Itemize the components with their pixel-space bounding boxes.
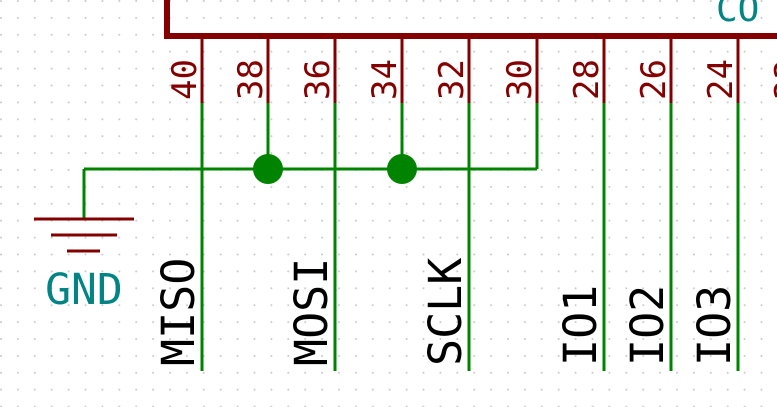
pin-numbers: 40 38 36 34 32 30 28 26 24 22 <box>165 59 777 100</box>
net-label-io1[interactable]: IO1 <box>554 285 607 366</box>
net-label-io2[interactable]: IO2 <box>621 285 674 366</box>
pin-number-28: 28 <box>567 59 607 100</box>
pin-stubs <box>200 37 740 103</box>
junction-dot-pin34[interactable] <box>387 154 417 184</box>
net-label-miso[interactable]: MISO <box>152 258 205 366</box>
pin-number-32: 32 <box>432 59 472 100</box>
component-value[interactable]: CO <box>716 0 759 30</box>
ground-label: GND <box>45 265 123 315</box>
pin-number-22: 22 <box>768 59 777 100</box>
wires <box>82 103 740 371</box>
pin-number-26: 26 <box>634 59 674 100</box>
net-label-io3[interactable]: IO3 <box>688 285 741 366</box>
pin-number-36: 36 <box>298 59 338 100</box>
component-body-outline[interactable] <box>164 0 777 39</box>
pin-number-30: 30 <box>500 59 540 100</box>
pin-number-24: 24 <box>701 59 741 100</box>
ground-icon[interactable] <box>34 217 134 253</box>
pin-number-40: 40 <box>165 59 205 100</box>
junction-dot-pin38[interactable] <box>253 154 283 184</box>
pin-number-38: 38 <box>231 59 271 100</box>
net-labels: MISO MOSI SCLK IO1 IO2 IO3 <box>152 258 741 366</box>
net-label-mosi[interactable]: MOSI <box>285 258 338 366</box>
net-label-sclk[interactable]: SCLK <box>419 258 472 366</box>
pin-number-34: 34 <box>365 59 405 100</box>
